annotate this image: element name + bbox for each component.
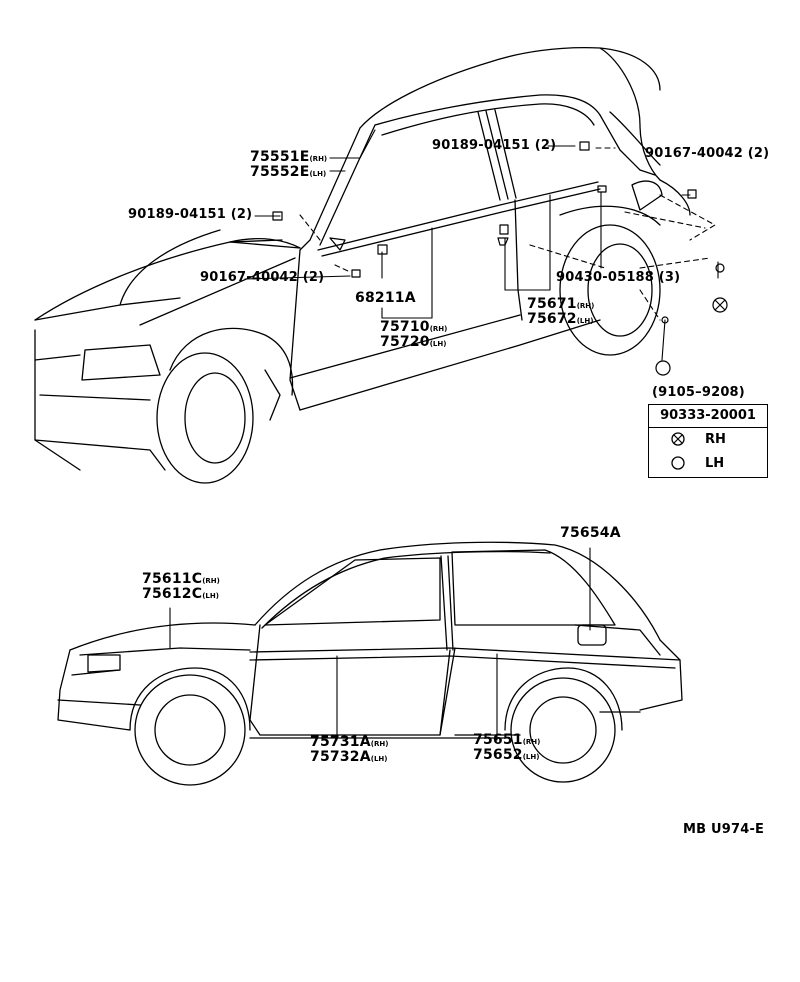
part-label-75732A: 75732A(LH) [310,749,388,765]
legend-lh-label: LH [705,456,725,471]
legend-period: (9105–9208) [652,385,745,400]
part-label-68211A: 68211A [355,290,416,306]
part-label-90167-upper: 90167-40042 (2) [645,146,770,161]
legend-box: 90333-20001 RH LH [648,404,768,478]
legend-rh-label: RH [705,432,726,447]
legend-part-number: 90333-20001 [649,405,767,428]
part-label-90189-upper: 90189-04151 (2) [432,138,557,153]
part-label-75651: 75651(RH) [473,732,541,748]
part-label-90167-lower: 90167-40042 (2) [200,270,325,285]
part-label-75654A: 75654A [560,525,621,541]
part-label-75552E: 75552E(LH) [250,164,327,180]
leader-lines-top [299,147,716,321]
part-label-90430: 90430-05188 (3) [556,270,681,285]
part-label-75652: 75652(LH) [473,747,540,763]
part-label-75710: 75710(RH) [380,319,448,335]
part-label-75611C: 75611C(RH) [142,571,220,587]
circle-icon [671,456,685,470]
car-side-view [57,541,683,786]
part-label-75731A: 75731A(RH) [310,734,389,750]
legend-row-lh: LH [649,452,767,476]
crossed-circle-icon [671,432,685,446]
part-label-75551E: 75551E(RH) [250,149,328,165]
part-label-75720: 75720(LH) [380,334,447,350]
leader-lines-solid [169,129,719,741]
part-label-90189-lower: 90189-04151 (2) [128,207,253,222]
fastener-icons [272,141,728,376]
part-label-75672: 75672(LH) [527,311,594,327]
part-label-75671: 75671(RH) [527,296,595,312]
car-perspective-view [34,46,691,484]
part-label-75612C: 75612C(LH) [142,586,219,602]
legend-row-rh: RH [649,428,767,452]
diagram-code: MB U974-E [683,822,765,837]
